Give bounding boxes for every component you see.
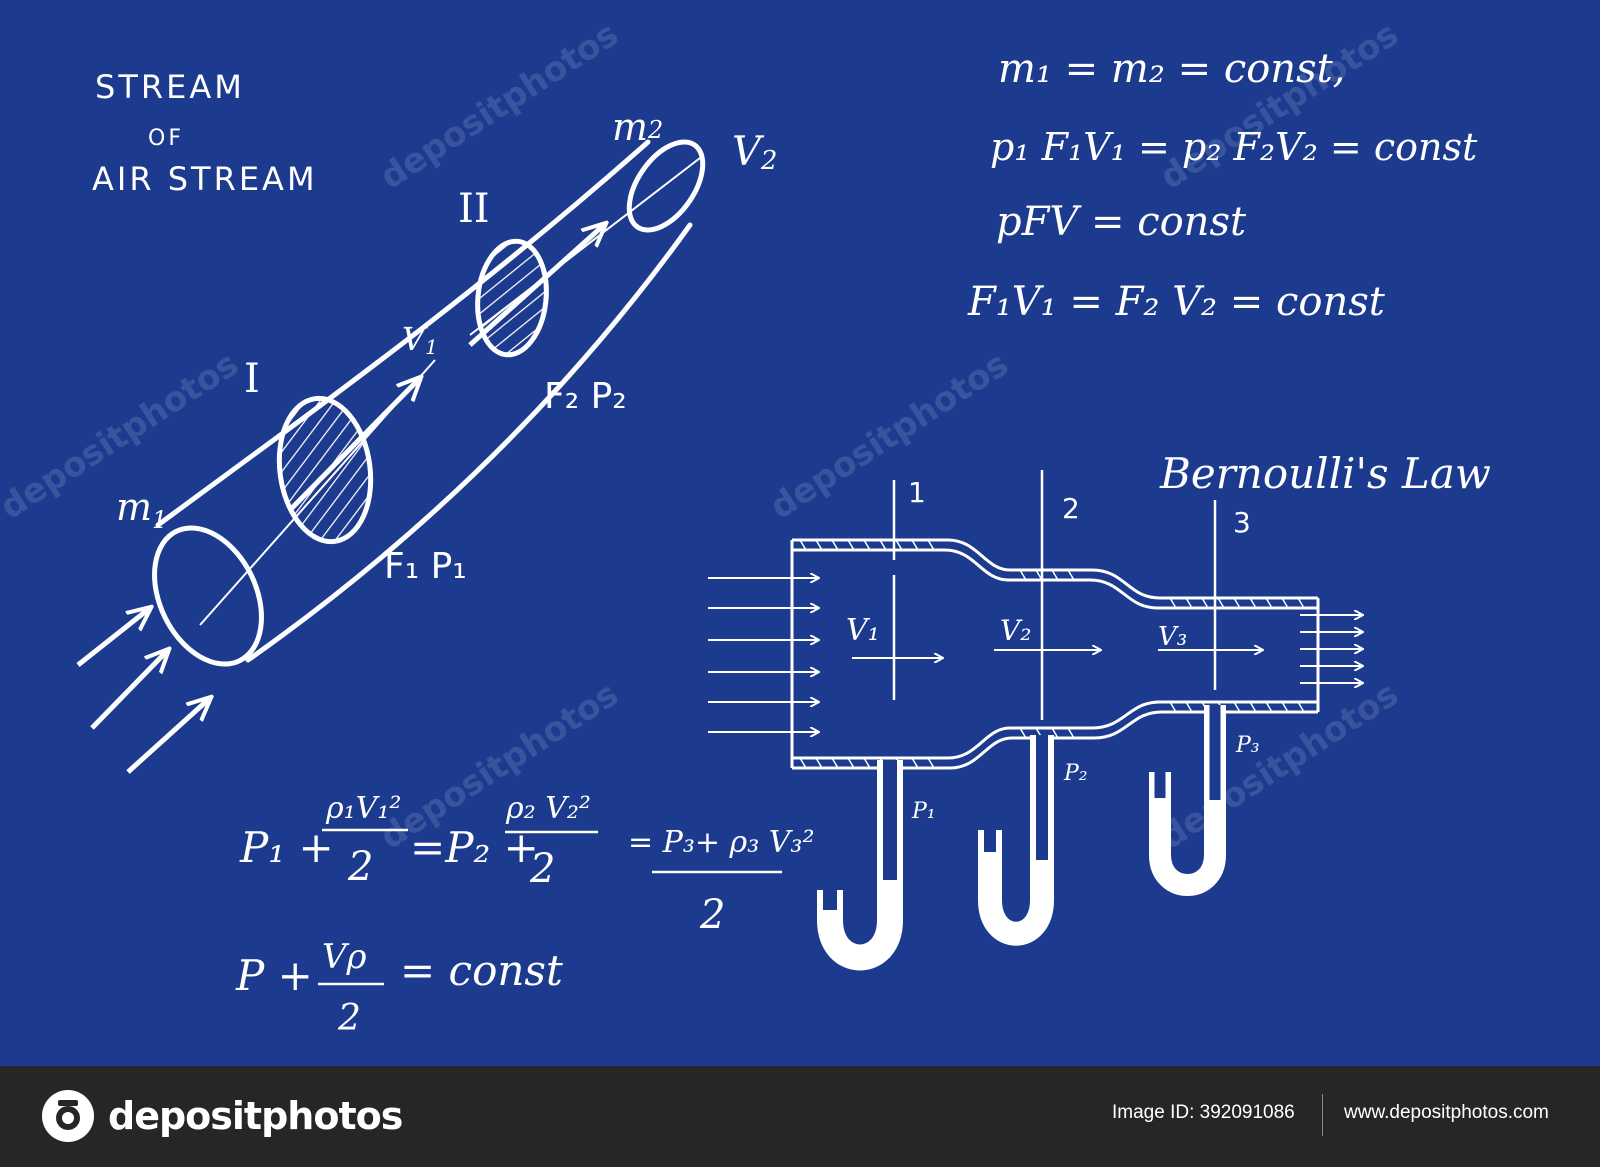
- outflow-arrows: [1300, 615, 1362, 683]
- section-number-3: 3: [1233, 506, 1251, 539]
- equation-continuity: p₁ F₁V₁ = p₂ F₂V₂ = const: [990, 125, 1478, 169]
- footer-image-id: Image ID: 392091086: [1112, 1102, 1295, 1123]
- footer-site-link[interactable]: www.depositphotos.com: [1344, 1102, 1549, 1123]
- stock-footer: depositphotos Image ID: 392091086 www.de…: [0, 1066, 1600, 1167]
- velocity-label-2: V₂: [1000, 614, 1031, 647]
- label-f2-p2: F₂ P₂: [544, 376, 627, 417]
- pressure-label-2: P₂: [1063, 761, 1088, 786]
- title-line-1: STREAM: [95, 68, 245, 106]
- physics-drawing: depositphotos depositphotos depositphoto…: [0, 14, 1491, 1039]
- section-number-1: 1: [908, 476, 926, 509]
- watermark-text: depositphotos: [763, 344, 1015, 527]
- tube-lower-edge: [245, 222, 693, 663]
- inflow-arrow-1: [76, 608, 150, 667]
- blueboard: depositphotos depositphotos depositphoto…: [0, 14, 1491, 1039]
- flow-arrow-large-1: [288, 378, 420, 512]
- title-line-3: AIR STREAM: [92, 160, 318, 198]
- label-m2: m2: [612, 105, 663, 149]
- tube-upper-edge: [155, 139, 651, 528]
- pipe-bottom-wall-inner: [792, 700, 1318, 760]
- section-1-ellipse: [276, 395, 374, 545]
- label-v1: V1: [402, 320, 438, 359]
- label-v2: V2: [732, 129, 777, 176]
- section-lines: [892, 470, 1217, 720]
- flow-arrow-large-2: [468, 224, 605, 347]
- footer-separator: [1322, 1094, 1323, 1136]
- footer-logo[interactable]: depositphotos: [40, 1088, 403, 1144]
- label-section-1: I: [244, 356, 260, 402]
- title-line-2: OF: [148, 126, 184, 151]
- pressure-label-3: P₃: [1235, 733, 1260, 758]
- velocity-label-1: V₁: [846, 613, 880, 648]
- inflow-arrow-3: [126, 698, 210, 774]
- label-section-2: II: [458, 186, 490, 232]
- formula-p3: = P₃+ ρ₃ V₃²: [628, 825, 814, 860]
- tube-inlet-ellipse: [152, 525, 264, 667]
- velocity-label-3: V₃: [1158, 622, 1187, 652]
- tube-outlet-ellipse: [626, 139, 706, 233]
- inflow-arrow-2: [90, 650, 168, 730]
- camera-logo-icon: [42, 1090, 94, 1142]
- pipe-wall-hatching: [799, 539, 1305, 769]
- equation-pfv: pFV = const: [996, 199, 1247, 245]
- formula-num-2: ρ₂ V₂²: [505, 791, 591, 826]
- short-formula-den: 2: [337, 998, 361, 1039]
- formula-den-2: 2: [529, 846, 555, 892]
- short-formula-num: Vρ: [322, 937, 367, 977]
- equation-fv: F₁V₁ = F₂ V₂ = const: [967, 279, 1386, 325]
- bernoulli-short-equation: P + Vρ 2 = const: [235, 937, 563, 1039]
- watermark-text: depositphotos: [1153, 14, 1405, 197]
- pipe-top-wall: [792, 538, 1318, 600]
- formula-den-3: 2: [699, 892, 725, 938]
- label-f1-p1: F₁ P₁: [384, 546, 467, 587]
- short-formula-p: P +: [235, 951, 313, 1000]
- equation-mass: m₁ = m₂ = const,: [998, 46, 1345, 92]
- label-m1: m1: [116, 485, 167, 534]
- section-number-2: 2: [1062, 492, 1080, 525]
- watermark-text: depositphotos: [373, 14, 625, 197]
- stream-tube: [152, 139, 706, 667]
- formula-p2: =P₂ +: [410, 823, 539, 872]
- formula-den-1: 2: [347, 844, 373, 890]
- footer-brand: depositphotos: [108, 1094, 403, 1138]
- bernoulli-equation: P₁ + ρ₁V₁² 2 =P₂ + ρ₂ V₂² 2 = P₃+ ρ₃ V₃²…: [239, 791, 814, 938]
- manometer-2: [978, 735, 1054, 946]
- pipe-top-wall-inner: [792, 548, 1318, 610]
- manometer-3: [1149, 705, 1226, 896]
- short-formula-rhs: = const: [400, 946, 563, 995]
- manometer-1: [817, 760, 903, 971]
- formula-p1: P₁ +: [239, 823, 334, 872]
- pressure-label-1: P₁: [911, 799, 936, 824]
- section-2-ellipse: [475, 238, 549, 358]
- formula-num-1: ρ₁V₁²: [325, 791, 401, 826]
- inflow-arrows: [708, 578, 818, 732]
- bernoulli-title: Bernoulli's Law: [1159, 449, 1491, 498]
